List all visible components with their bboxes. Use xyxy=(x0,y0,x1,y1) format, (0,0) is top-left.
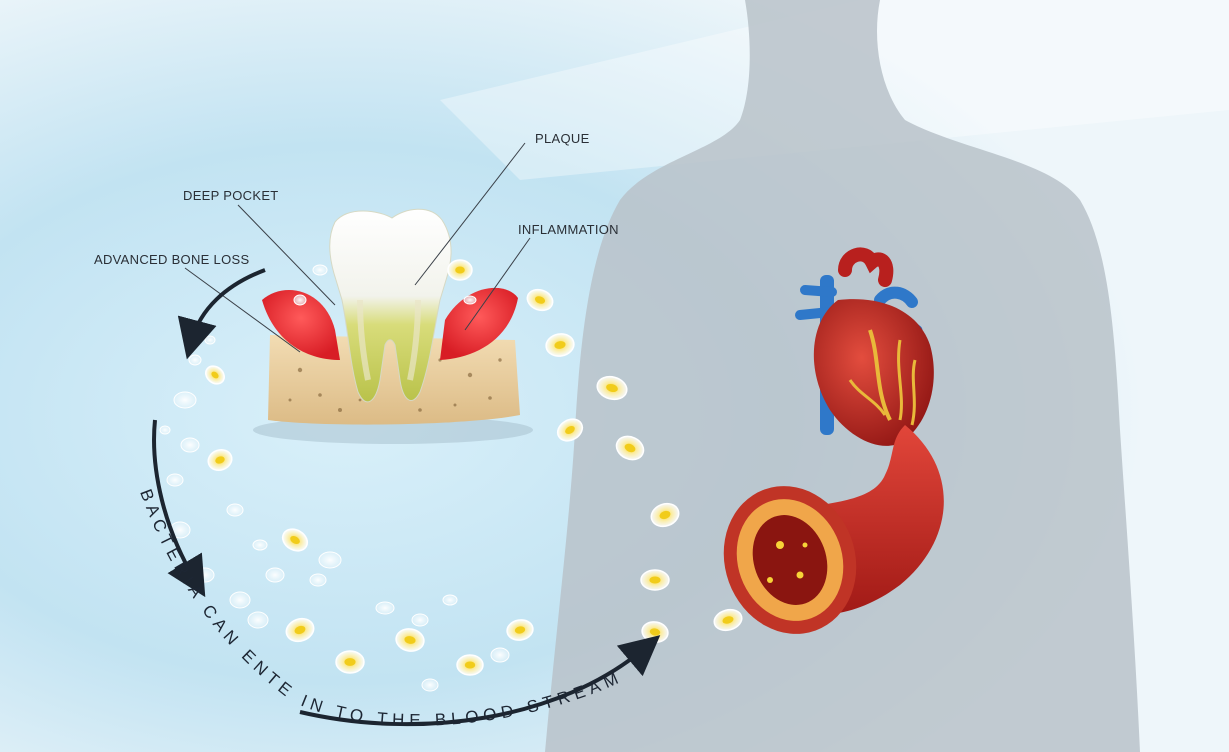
artery-icon xyxy=(723,425,944,634)
tooth-icon xyxy=(253,208,533,444)
bacteria-icon xyxy=(615,435,645,461)
bubble-icon xyxy=(226,503,244,517)
heart-icon xyxy=(795,247,934,446)
bubble-icon xyxy=(159,425,171,435)
bubble-icon xyxy=(421,678,439,692)
bubble-icon xyxy=(442,594,458,606)
bubble-icon xyxy=(309,573,327,587)
bubble-icon xyxy=(180,437,200,453)
bacteria-icon xyxy=(640,569,670,591)
bacteria-icon xyxy=(596,375,628,401)
bubble-icon xyxy=(247,611,269,629)
bacteria-icon xyxy=(456,654,484,676)
bacteria-cluster xyxy=(159,259,743,692)
bubble-icon xyxy=(173,391,197,409)
bubble-icon xyxy=(252,539,268,551)
label-advanced-bone-loss: ADVANCED BONE LOSS xyxy=(94,252,249,267)
bacteria-icon xyxy=(205,365,225,385)
bacteria-icon xyxy=(713,608,743,632)
bubble-icon xyxy=(318,551,342,569)
bubble-icon xyxy=(293,294,307,306)
leader-lines xyxy=(184,142,531,353)
bacteria-icon xyxy=(395,628,425,652)
bacteria-icon xyxy=(281,528,309,552)
bacteria-icon xyxy=(526,288,554,312)
bubble-icon xyxy=(166,473,184,487)
bacteria-icon xyxy=(506,619,534,641)
bacteria-icon xyxy=(335,650,365,674)
label-inflammation: INFLAMMATION xyxy=(518,222,619,237)
bacteria-icon xyxy=(285,617,315,643)
bubble-icon xyxy=(490,647,510,663)
bacteria-icon xyxy=(650,502,680,528)
bubble-icon xyxy=(463,295,477,305)
bacteria-icon xyxy=(545,333,575,357)
curved-arrow-icon xyxy=(152,268,661,727)
bacteria-icon xyxy=(447,259,473,281)
bubble-icon xyxy=(411,613,429,627)
bacteria-icon xyxy=(207,448,233,472)
bubble-icon xyxy=(229,591,251,609)
label-deep-pocket: DEEP POCKET xyxy=(183,188,279,203)
label-plaque: PLAQUE xyxy=(535,131,590,146)
bubble-icon xyxy=(375,601,395,615)
bacteria-icon xyxy=(556,418,584,442)
bubble-icon xyxy=(265,567,285,583)
bubble-icon xyxy=(204,335,216,345)
bubble-icon xyxy=(188,354,202,366)
bubble-icon xyxy=(312,264,328,276)
